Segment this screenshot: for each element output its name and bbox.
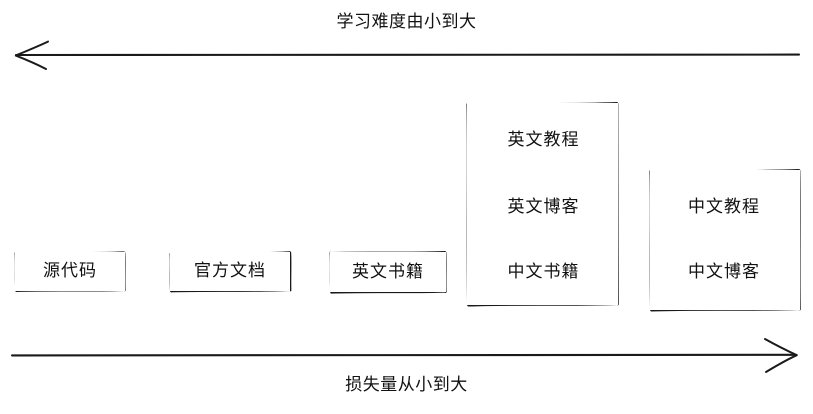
group-chinese-resources[interactable]: 中文教程 中文博客 [650, 170, 800, 310]
bottom-axis-arrow [10, 338, 798, 373]
node-label: 中文博客 [688, 261, 760, 281]
node-english-tutorial[interactable]: 英文教程 [487, 123, 600, 157]
node-label: 官方文档 [194, 261, 266, 280]
node-source-code[interactable]: 源代码 [15, 252, 125, 291]
node-chinese-books[interactable]: 中文书籍 [487, 254, 600, 290]
node-official-docs[interactable]: 官方文档 [170, 252, 290, 291]
node-chinese-tutorial[interactable]: 中文教程 [663, 190, 785, 224]
node-english-books[interactable]: 英文书籍 [330, 252, 446, 292]
top-axis-arrow [14, 40, 801, 70]
node-label: 中文教程 [688, 196, 760, 216]
top-axis-label: 学习难度由小到大 [336, 12, 477, 31]
bottom-axis-label: 损失量从小到大 [345, 375, 468, 394]
node-label: 中文书籍 [507, 261, 580, 281]
node-label: 英文博客 [507, 196, 580, 216]
group-english-resources[interactable]: 英文教程 英文博客 中文书籍 [467, 103, 618, 305]
node-label: 英文书籍 [352, 261, 424, 281]
node-label: 源代码 [43, 261, 97, 280]
node-label: 英文教程 [507, 129, 580, 149]
node-chinese-blog[interactable]: 中文博客 [663, 254, 785, 290]
node-english-blog[interactable]: 英文博客 [487, 190, 600, 224]
